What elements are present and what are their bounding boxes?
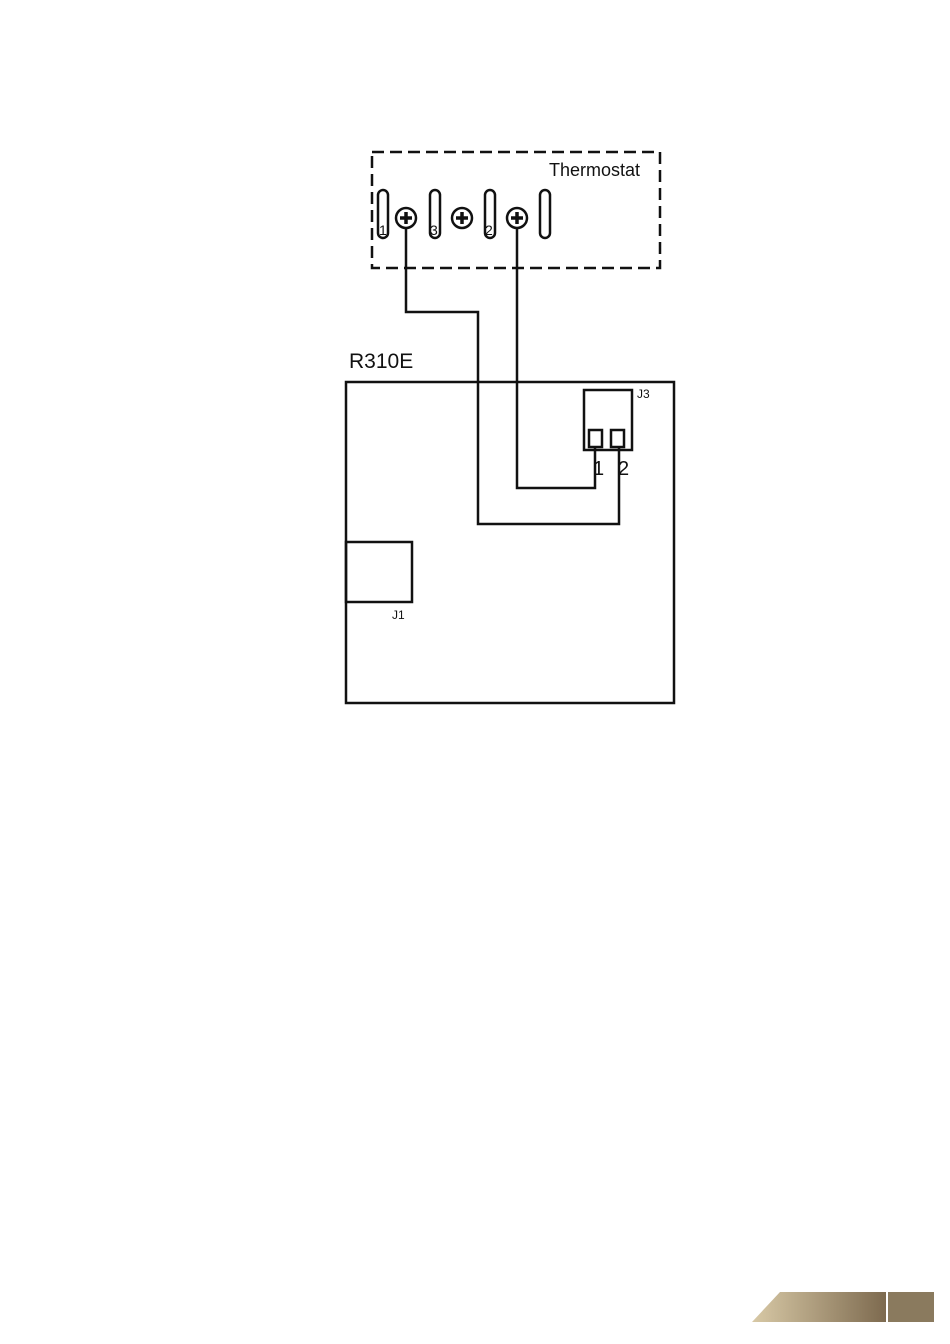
footer-accent-stripe [752,1292,886,1322]
footer-accent-block [888,1292,934,1322]
